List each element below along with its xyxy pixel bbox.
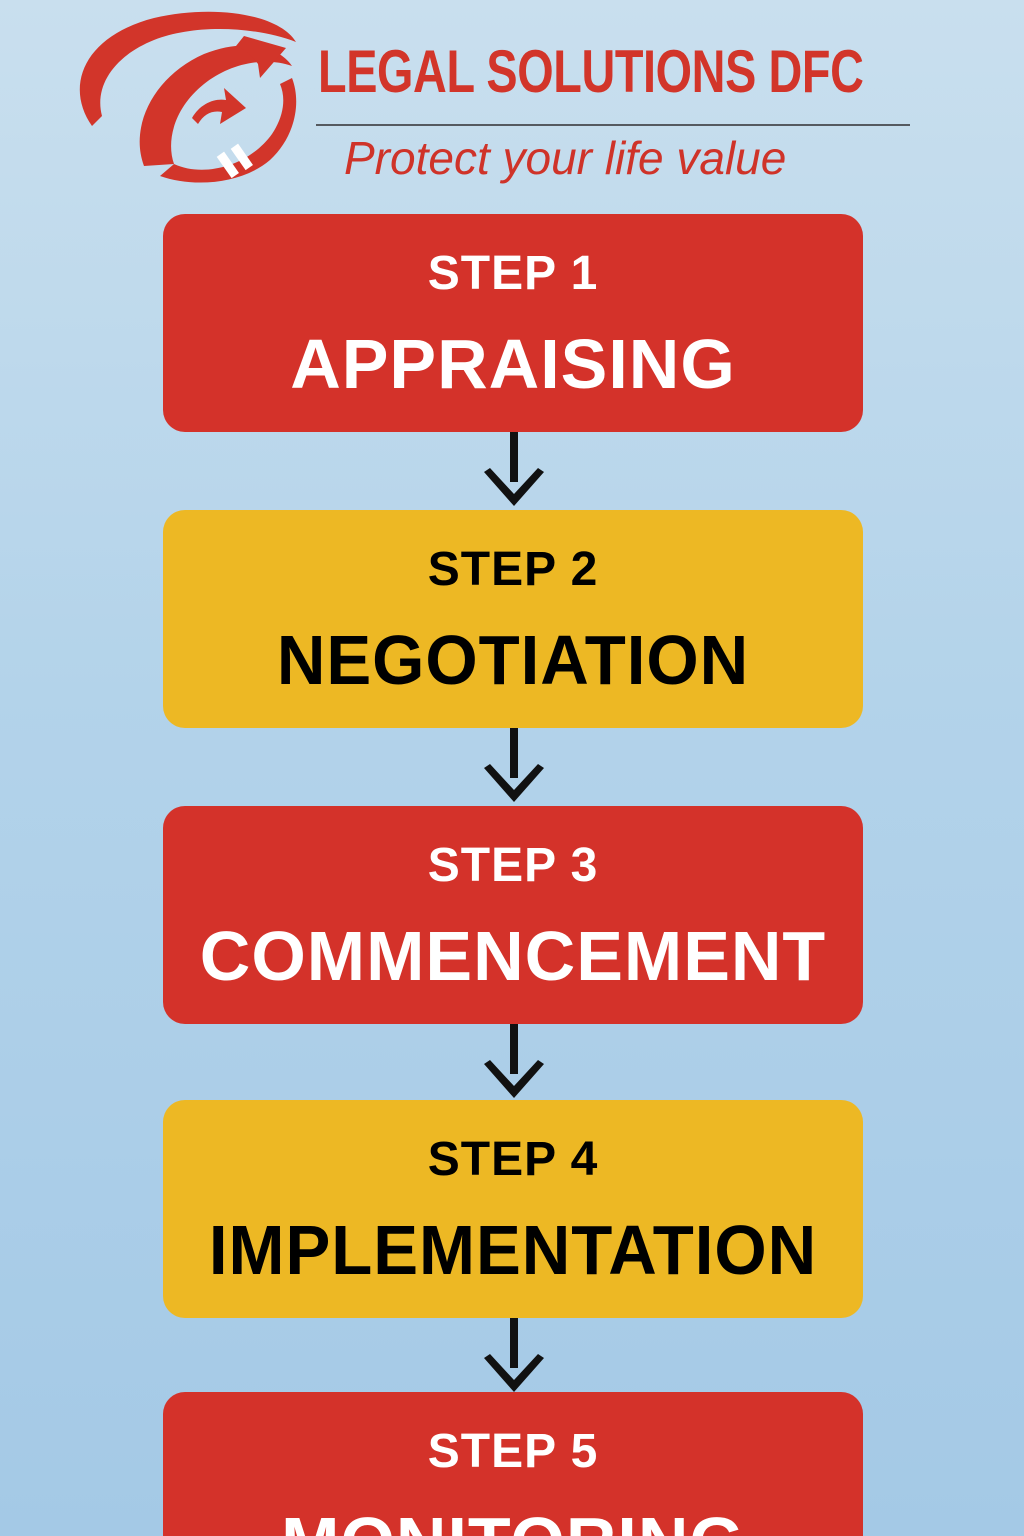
- down-arrow-icon: [484, 1024, 544, 1098]
- step-1-title: APPRAISING: [290, 325, 736, 403]
- step-4-box: STEP 4 IMPLEMENTATION: [163, 1100, 863, 1318]
- step-3-box: STEP 3 COMMENCEMENT: [163, 806, 863, 1024]
- step-2-title: NEGOTIATION: [276, 621, 750, 699]
- brand-tagline: Protect your life value: [344, 132, 787, 184]
- header: LEGAL SOLUTIONS DFC Protect your life va…: [0, 0, 1024, 200]
- step-1-number: STEP 1: [427, 247, 599, 300]
- down-arrow-icon: [484, 728, 544, 802]
- down-arrow-icon: [484, 1318, 544, 1392]
- step-5-number: STEP 5: [427, 1425, 599, 1478]
- step-2-box: STEP 2 NEGOTIATION: [163, 510, 863, 728]
- brand-name: LEGAL SOLUTIONS DFC: [318, 38, 864, 105]
- brand-divider: [316, 124, 910, 126]
- down-arrow-icon: [484, 432, 544, 506]
- step-5-box: STEP 5 MONITORING: [163, 1392, 863, 1536]
- step-4-title: IMPLEMENTATION: [208, 1211, 818, 1289]
- step-5-title: MONITORING: [163, 1502, 863, 1536]
- step-3-number: STEP 3: [427, 839, 599, 892]
- circular-arrow-logo-icon: [79, 11, 297, 183]
- step-1-box: STEP 1 APPRAISING: [163, 214, 863, 432]
- step-4-number: STEP 4: [427, 1133, 599, 1186]
- step-2-number: STEP 2: [427, 543, 599, 596]
- step-3-title: COMMENCEMENT: [199, 917, 827, 995]
